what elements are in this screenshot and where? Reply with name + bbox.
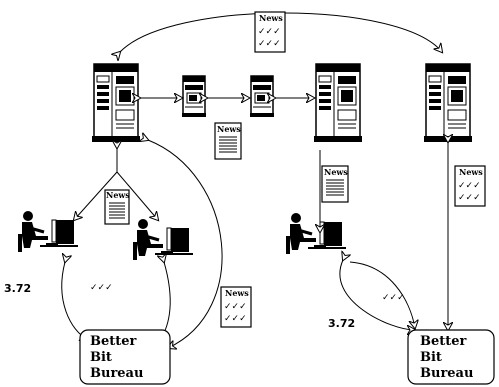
news-doc-right: News ✓✓✓ ✓✓✓ [454, 165, 486, 207]
news-doc-arc: News ✓✓✓ ✓✓✓ [220, 286, 252, 328]
user-right [284, 211, 348, 256]
server-center [313, 63, 363, 143]
news-label: News [259, 13, 283, 23]
bureau-left-line3: Bureau [90, 366, 143, 381]
score-right: 3.72 [328, 317, 355, 330]
news-label: News [217, 124, 241, 134]
server-left [91, 63, 141, 143]
connection-lines [62, 140, 448, 348]
news-checks: ✓✓✓ [458, 181, 481, 191]
server-mid-right [249, 75, 275, 118]
news-checks: ✓✓✓ [458, 193, 481, 203]
user-left-1 [16, 209, 80, 254]
bureau-right-line1: Better [420, 334, 467, 349]
bureau-left-line1: Better [90, 334, 137, 349]
news-checks: ✓✓✓ [224, 302, 247, 312]
votes-left: ✓✓✓ [90, 283, 113, 293]
bureau-right: Better Bit Bureau [407, 329, 495, 385]
news-label: News [225, 288, 249, 298]
news-label: News [324, 167, 348, 177]
server-mid-left [181, 75, 207, 118]
news-label: News [459, 167, 483, 177]
server-right [423, 63, 473, 143]
votes-right: ✓✓✓ [382, 293, 405, 303]
news-checks: ✓✓✓ [224, 314, 247, 324]
news-doc-top: News ✓✓✓ ✓✓✓ [254, 11, 286, 53]
news-label: News [106, 190, 130, 200]
news-checks: ✓✓✓ [258, 39, 281, 49]
bureau-right-line3: Bureau [420, 366, 473, 381]
news-checks: ✓✓✓ [258, 27, 281, 37]
score-left: 3.72 [4, 282, 31, 295]
news-doc-left: News [104, 189, 130, 225]
bureau-left: Better Bit Bureau [79, 329, 171, 385]
bureau-left-line2: Bit [90, 350, 112, 365]
news-doc-mid: News [214, 122, 242, 160]
user-left-2 [131, 217, 195, 262]
news-doc-center: News [321, 165, 349, 203]
bureau-right-line2: Bit [420, 350, 442, 365]
